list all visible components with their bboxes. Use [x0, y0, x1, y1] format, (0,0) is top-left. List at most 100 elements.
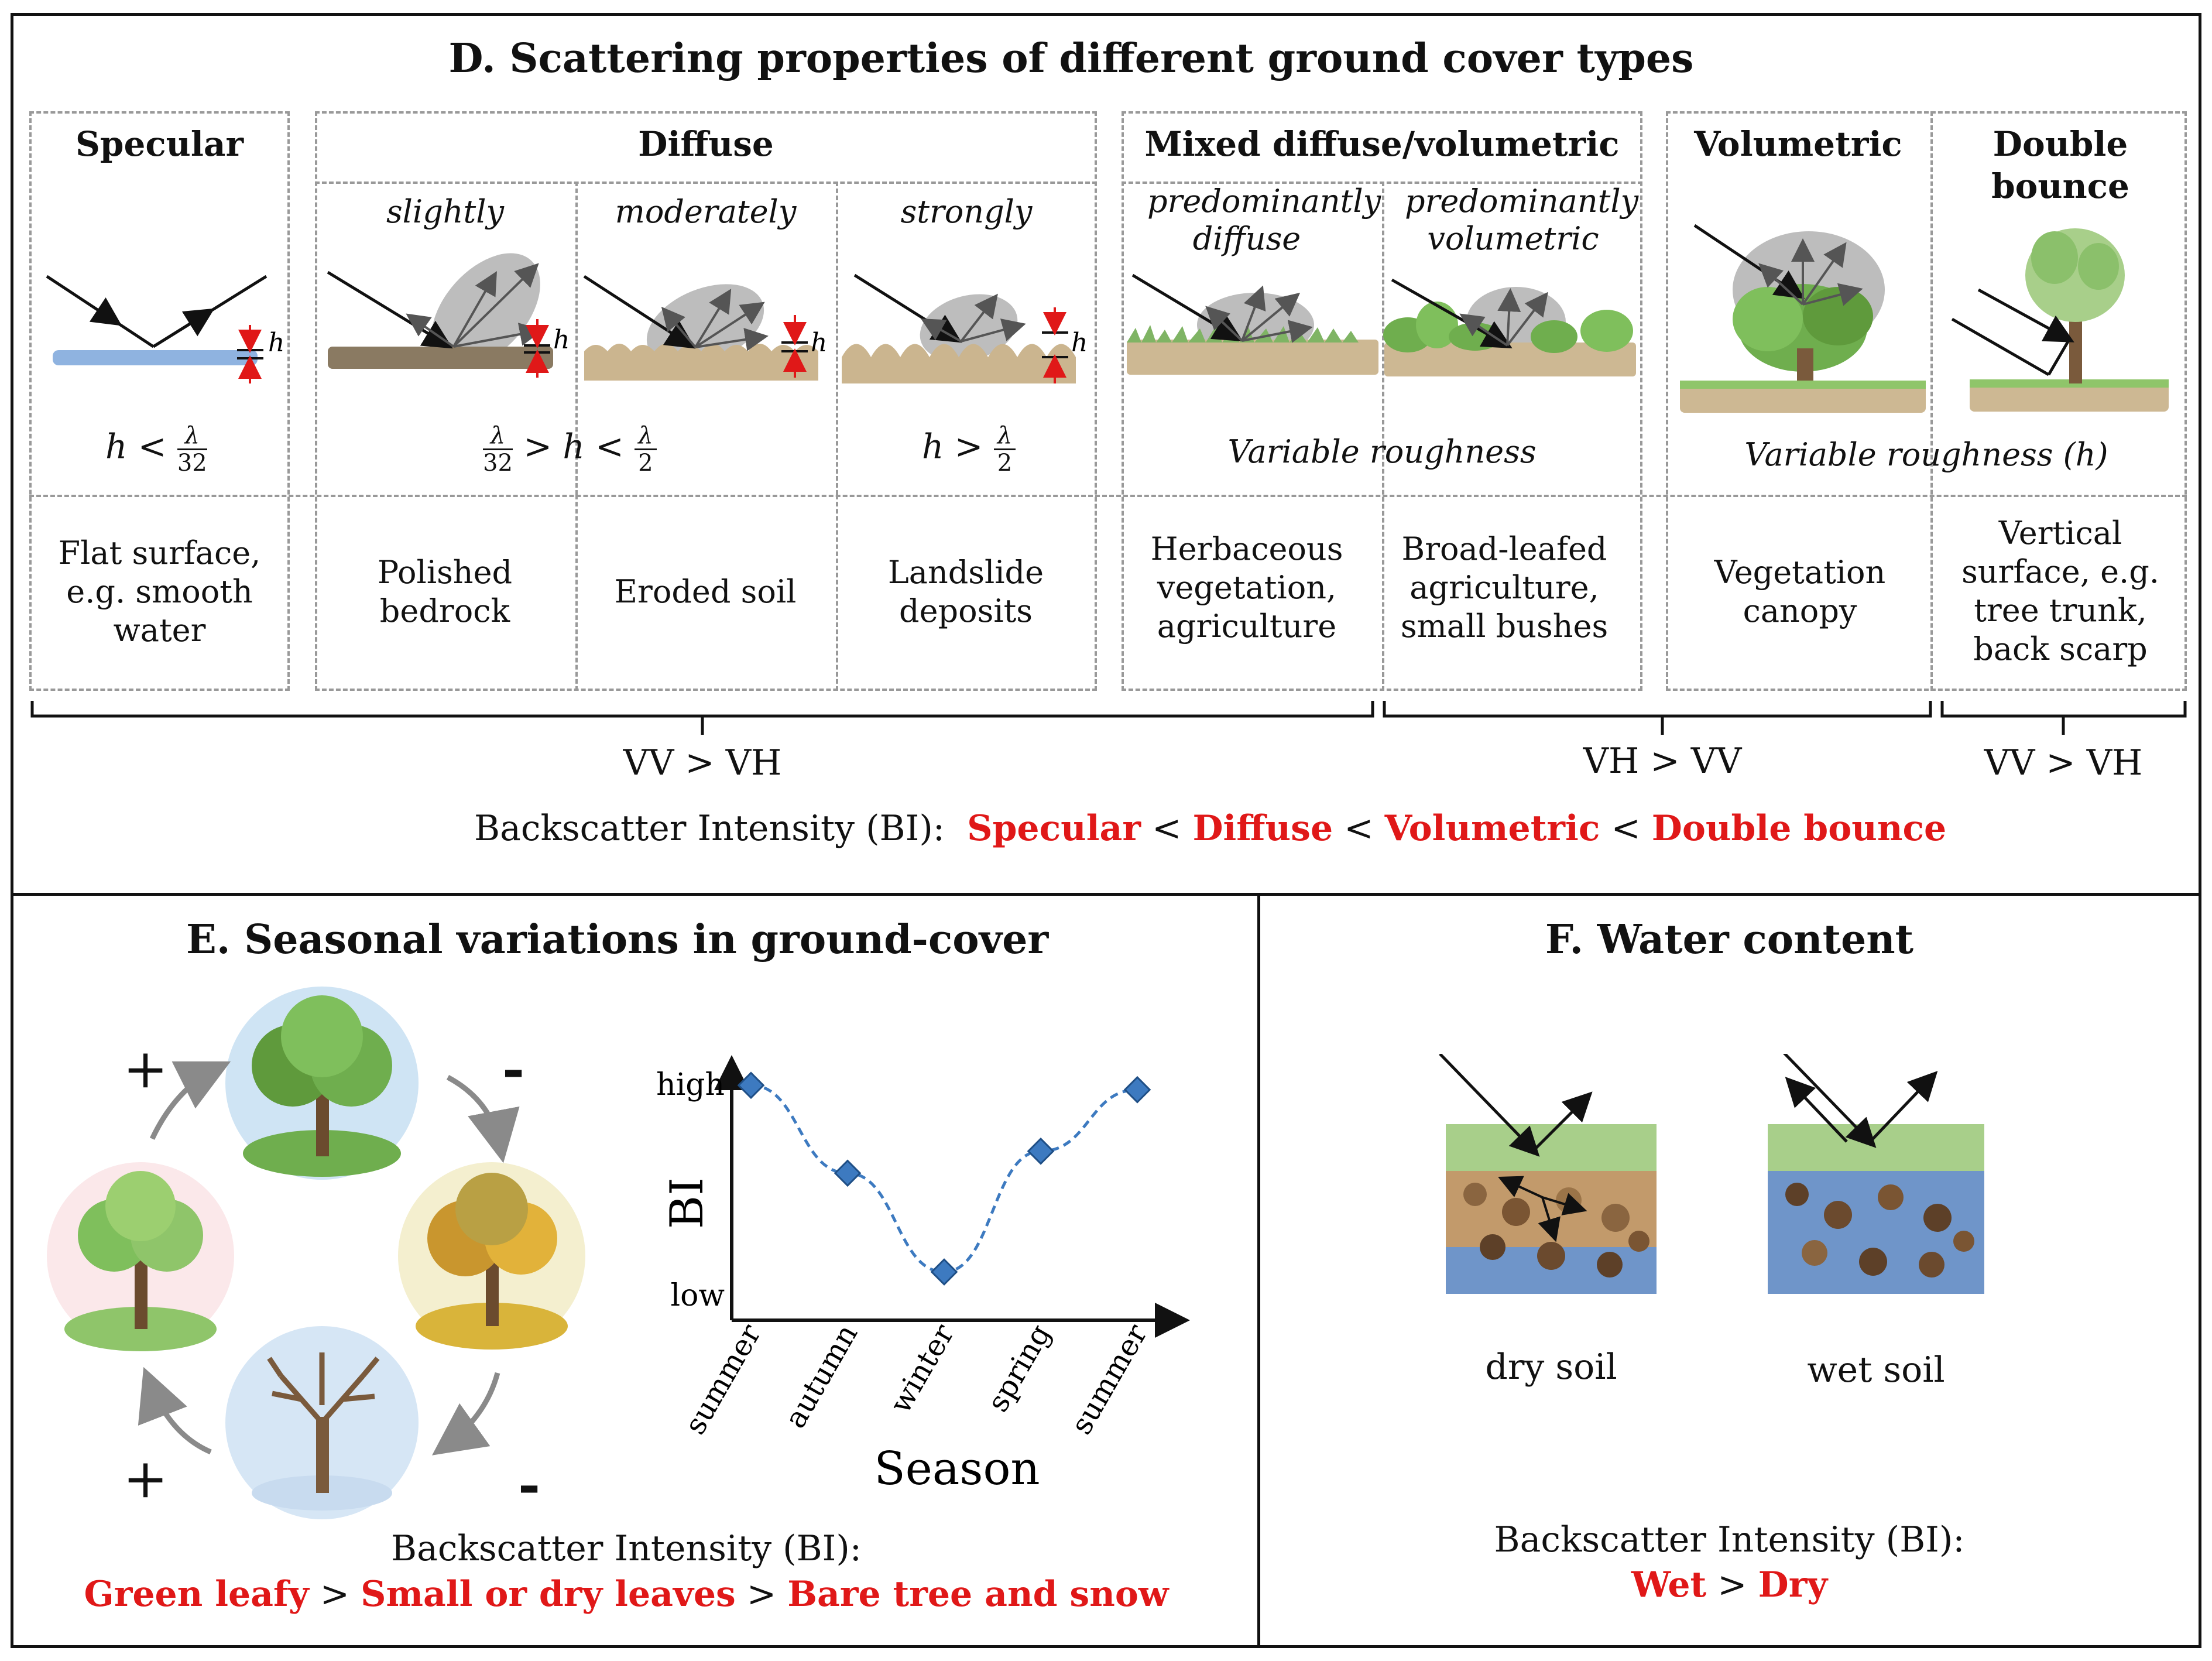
formula-text: h <: [105, 426, 167, 467]
heading-specular: Specular: [76, 124, 244, 164]
roughness-volumetric-double: Variable roughness (h): [1744, 436, 2108, 473]
roughness-mixed: Variable roughness: [1227, 433, 1537, 470]
bi-separator: >: [746, 1574, 777, 1615]
summer-tree-icon: [225, 987, 419, 1180]
seasonal-tree-cycle: [47, 987, 585, 1519]
formula-text: h >: [922, 426, 983, 467]
divider: [836, 495, 838, 691]
sign-plus-bottom: +: [123, 1447, 169, 1510]
bi-term: Green leafy: [84, 1574, 309, 1615]
panel-f-bi-prefix: Backscatter Intensity (BI):: [1494, 1519, 1965, 1560]
fraction-numerator: λ: [483, 423, 513, 450]
predominantly-volumetric-illustration: [1383, 278, 1636, 376]
y-tick-high: high: [656, 1067, 725, 1102]
data-point: [930, 1258, 958, 1286]
y-tick-low: low: [671, 1278, 725, 1313]
polarization-braces: [30, 701, 2187, 735]
x-axis-label: Season: [874, 1443, 1040, 1495]
dry-soil-icon: [1439, 1054, 1657, 1294]
bi-term: Diffuse: [1192, 808, 1333, 849]
example-double-bounce: Vertical surface, e.g. tree trunk, back …: [1961, 515, 2159, 667]
svg-text:h: h: [1071, 328, 1088, 358]
subheading-slightly: slightly: [386, 193, 505, 230]
panel-d-bi-line: Backscatter Intensity (BI): Specular < D…: [474, 808, 1946, 849]
bi-term: Wet: [1631, 1564, 1707, 1605]
x-tick-label: spring: [980, 1318, 1057, 1417]
example-moderately: Eroded soil: [614, 573, 797, 610]
heading-volumetric: Volumetric: [1694, 124, 1902, 164]
panel-f-bi-order: Wet > Dry: [1257, 1564, 2201, 1605]
divider: [1382, 181, 1384, 691]
panel-e-bi-prefix: Backscatter Intensity (BI):: [391, 1528, 862, 1569]
x-tick-label: summer: [678, 1318, 767, 1440]
heading-double-bounce: Double bounce: [1991, 124, 2129, 206]
polarization-right: VV > VH: [1984, 742, 2143, 783]
data-point: [1123, 1076, 1151, 1104]
fraction-numerator: λ: [635, 423, 657, 450]
heading-mixed: Mixed diffuse/volumetric: [1144, 124, 1620, 164]
panel-e-bi-order: Green leafy > Small or dry leaves > Bare…: [23, 1574, 1229, 1615]
heading-diffuse: Diffuse: [638, 124, 774, 164]
wet-soil-icon: [1768, 1054, 1984, 1294]
fraction-denominator: 2: [638, 450, 653, 477]
bi-term: Specular: [967, 808, 1141, 849]
autumn-tree-icon: [398, 1162, 585, 1350]
data-point: [1027, 1137, 1055, 1165]
divider: [575, 181, 578, 495]
winter-tree-icon: [225, 1326, 419, 1519]
divider: [315, 181, 1097, 184]
fraction-denominator: 32: [177, 450, 207, 477]
moderately-illustration: h: [583, 275, 827, 381]
example-specular: Flat surface, e.g. smooth water: [58, 535, 261, 649]
x-tick-label: winter: [883, 1318, 961, 1419]
bi-separator: <: [1152, 808, 1182, 849]
svg-text:h: h: [268, 328, 284, 358]
bi-separator: <: [1344, 808, 1374, 849]
subheading-moderately: moderately: [615, 193, 797, 230]
svg-text:h: h: [553, 325, 570, 355]
bi-term: Bare tree and snow: [787, 1574, 1169, 1615]
x-tick-label: summer: [1064, 1318, 1154, 1440]
example-volumetric: Vegetation canopy: [1714, 554, 1886, 629]
specular-illustration: h: [46, 275, 284, 383]
polarization-middle: VH > VV: [1583, 741, 1742, 782]
example-strongly: Landslide deposits: [887, 554, 1044, 629]
bi-term: Double bounce: [1651, 808, 1947, 849]
volumetric-double-column: [1666, 111, 2187, 691]
panel-f: [1257, 893, 2201, 1648]
bi-term: Volumetric: [1384, 808, 1600, 849]
bi-prefix: Backscatter Intensity (BI):: [474, 808, 945, 849]
series-line: [750, 1084, 1138, 1274]
bi-separator: <: [1611, 808, 1641, 849]
divider: [29, 495, 2187, 497]
panel-f-title: F. Water content: [1545, 916, 1914, 963]
divider: [575, 495, 578, 691]
dry-soil-label: dry soil: [1485, 1347, 1617, 1388]
sign-plus-top: +: [123, 1037, 169, 1100]
fraction-numerator: λ: [993, 423, 1016, 450]
subheading-predominantly-diffuse: predominantly diffuse: [1147, 183, 1381, 257]
example-slightly: Polished bedrock: [377, 554, 513, 629]
data-point: [737, 1071, 765, 1100]
scattering-illustrations: h h h: [46, 224, 2169, 413]
subheading-predominantly-volumetric: predominantly volumetric: [1405, 183, 1639, 257]
sign-minus-top: -: [502, 1037, 525, 1101]
svg-text:h: h: [811, 328, 827, 358]
wet-soil-label: wet soil: [1807, 1350, 1945, 1391]
panel-d-title: D. Scattering properties of different gr…: [448, 35, 1694, 82]
sign-minus-bottom: -: [518, 1453, 541, 1516]
bi-term: Small or dry leaves: [361, 1574, 736, 1615]
polarization-left: VV > VH: [623, 742, 782, 783]
bi-separator: >: [1717, 1564, 1747, 1605]
fraction-denominator: 32: [483, 450, 513, 477]
strongly-illustration: h: [842, 273, 1088, 383]
x-tick-label: autumn: [778, 1318, 864, 1434]
subheading-strongly: strongly: [900, 193, 1033, 230]
